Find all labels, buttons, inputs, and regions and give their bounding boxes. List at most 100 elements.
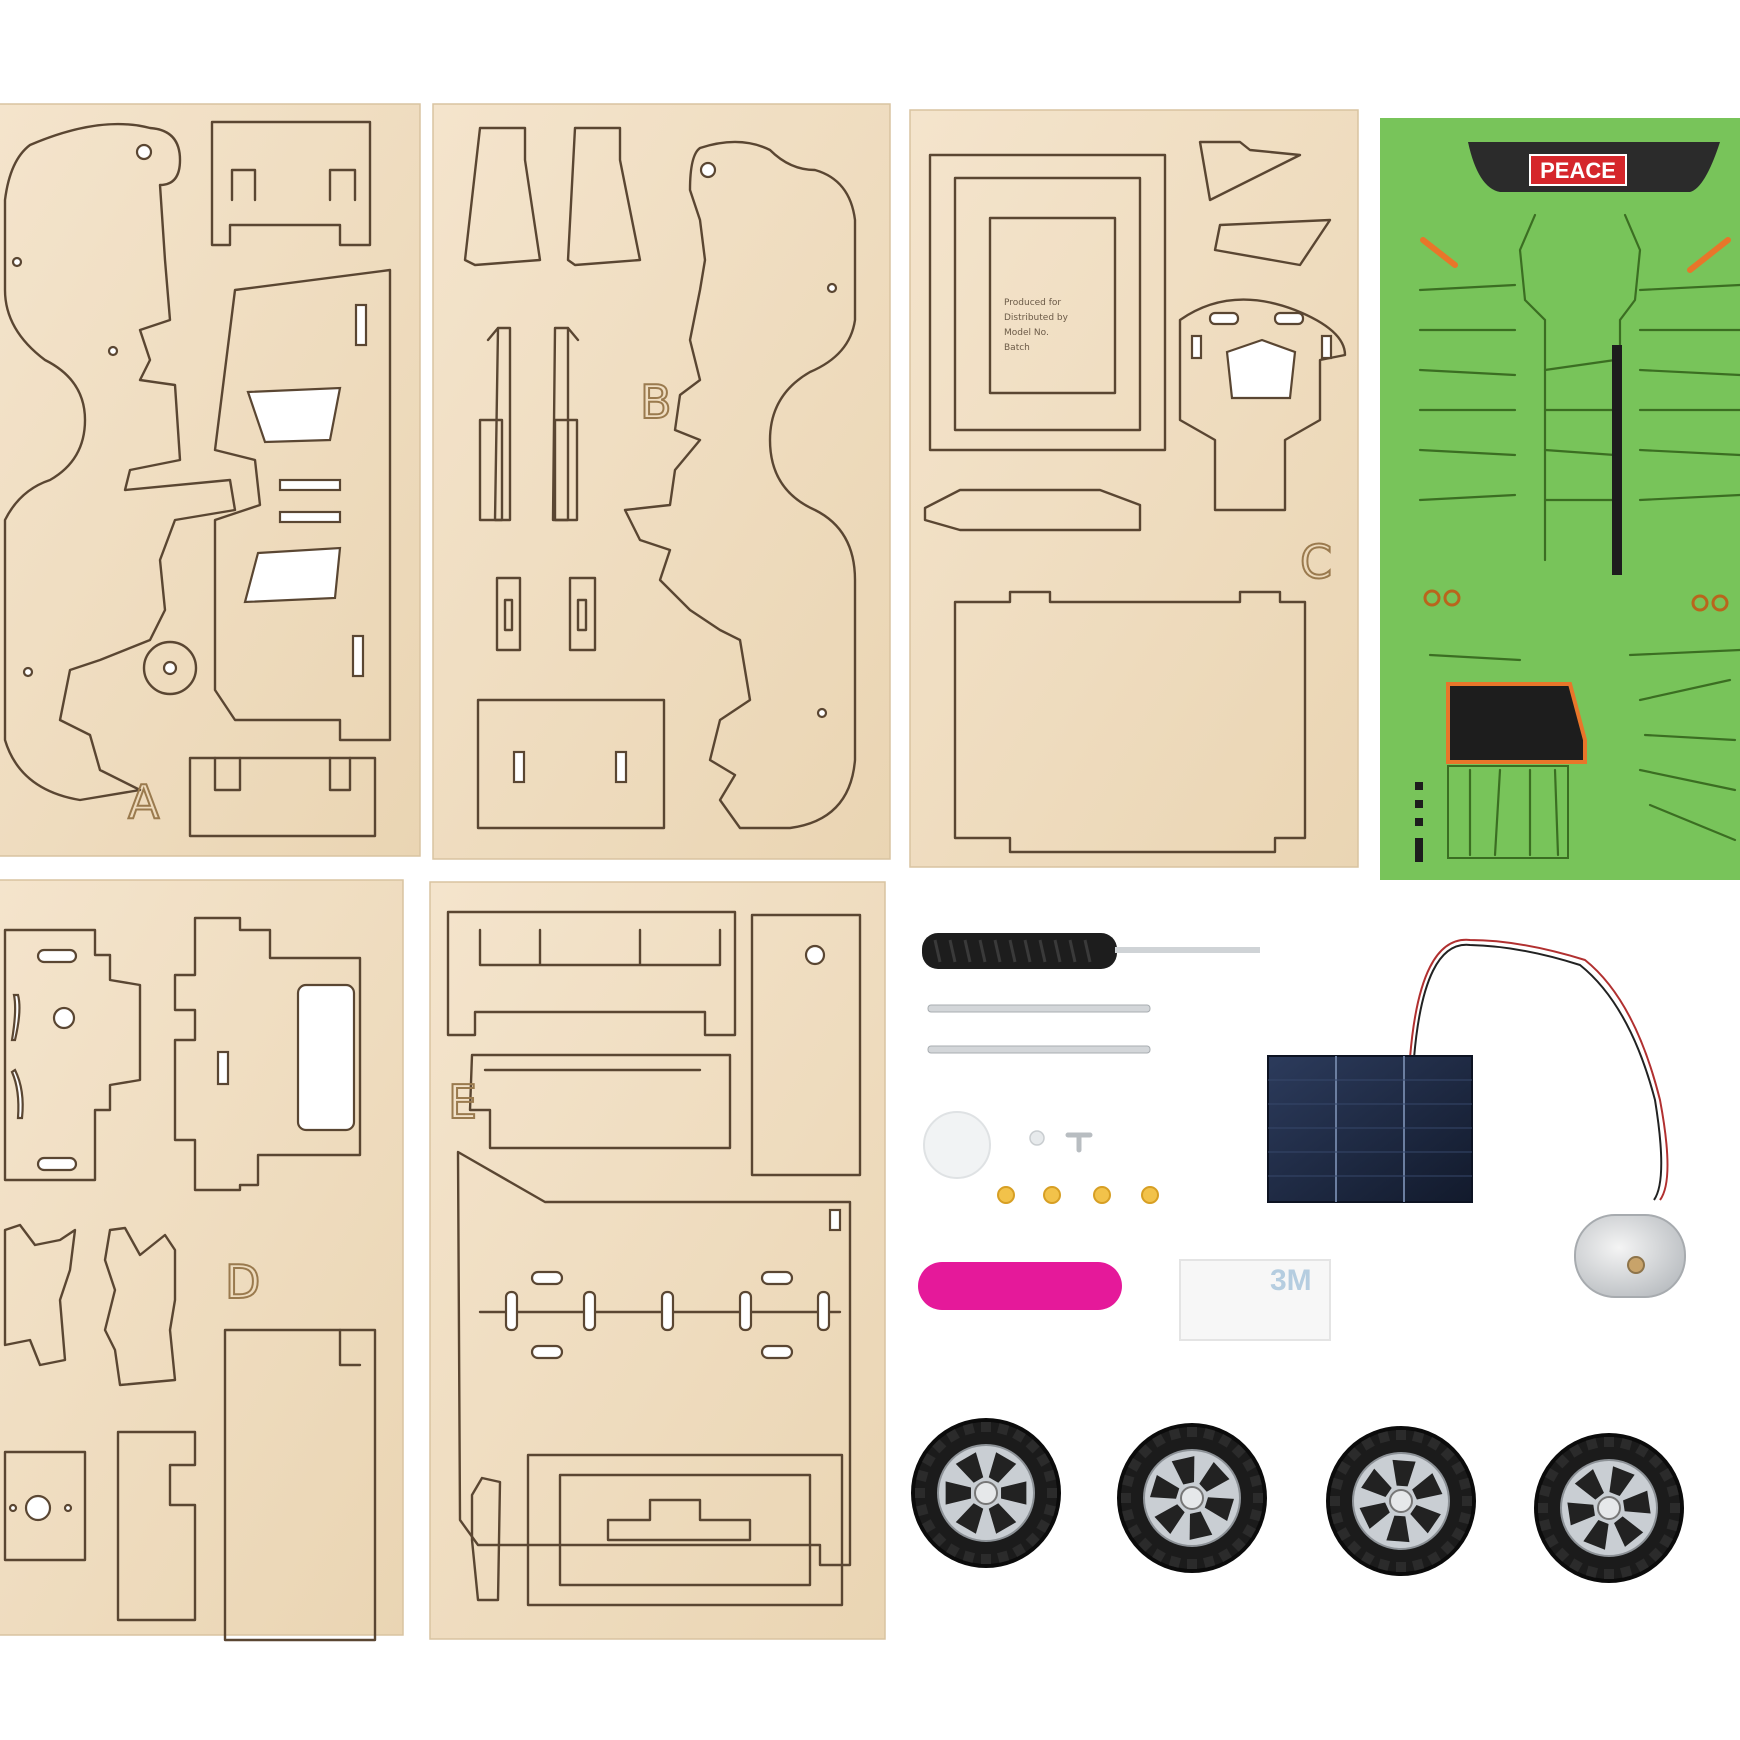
- wheels: [911, 1418, 1684, 1583]
- rim-opening: [1361, 1468, 1392, 1498]
- tread-block: [915, 1488, 925, 1498]
- tread-block: [1648, 1547, 1663, 1562]
- tread-block: [932, 1439, 947, 1454]
- tread-block: [1619, 1438, 1633, 1451]
- tread-block: [1231, 1444, 1246, 1459]
- wheel: [1326, 1426, 1476, 1576]
- tread-block: [1218, 1548, 1232, 1562]
- tread-block: [1440, 1447, 1455, 1462]
- tread-block: [1539, 1484, 1552, 1498]
- tread-block: [1427, 1551, 1441, 1565]
- tread-block: [1347, 1540, 1362, 1555]
- tread-block: [1231, 1537, 1246, 1552]
- rim-opening: [1412, 1473, 1443, 1500]
- rim-opening: [1001, 1481, 1027, 1505]
- panel-letter-e: E: [448, 1075, 477, 1129]
- rim-opening: [1189, 1511, 1213, 1540]
- tread-block: [1659, 1534, 1673, 1548]
- tread-block: [1458, 1511, 1471, 1525]
- hub: [1389, 1489, 1413, 1513]
- sanding-pad: [918, 1262, 1122, 1310]
- hub: [974, 1481, 998, 1505]
- tread-block: [996, 1423, 1010, 1436]
- rim-opening: [1204, 1497, 1234, 1522]
- tread-block: [1427, 1437, 1441, 1451]
- tread-block: [916, 1503, 929, 1517]
- tread-block: [1458, 1477, 1471, 1491]
- peace-badge: [1529, 154, 1627, 186]
- tread-block: [932, 1532, 947, 1547]
- tread-block: [1202, 1555, 1216, 1568]
- label-line: Model No.: [1004, 328, 1049, 338]
- tread-block: [1396, 1562, 1406, 1572]
- tread-block: [1025, 1439, 1040, 1454]
- rim-opening: [1392, 1459, 1416, 1487]
- tread-block: [1337, 1461, 1351, 1475]
- rim-opening: [1386, 1515, 1410, 1543]
- rim-opening: [1410, 1504, 1441, 1534]
- panel-letter-c: C: [1300, 535, 1332, 589]
- tread-block: [1604, 1437, 1614, 1447]
- gear-parts: [923, 1111, 1159, 1204]
- rim-opening: [1171, 1456, 1195, 1485]
- tread-block: [1152, 1548, 1166, 1562]
- rim-opening: [1567, 1502, 1595, 1526]
- tread-block: [916, 1469, 929, 1483]
- tread-block: [1451, 1527, 1465, 1541]
- screwdriver: [922, 933, 1260, 969]
- wheel: [1534, 1433, 1684, 1583]
- solar-panel: [1267, 938, 1669, 1203]
- tread-block: [1168, 1428, 1182, 1441]
- tread-block: [1666, 1484, 1679, 1498]
- hub: [1597, 1496, 1621, 1520]
- rim-opening: [1614, 1516, 1644, 1547]
- label-line: Batch: [1004, 343, 1030, 353]
- tread-block: [981, 1422, 991, 1432]
- tread-block: [1187, 1559, 1197, 1569]
- rim-opening: [1574, 1469, 1604, 1500]
- rim-opening: [1583, 1519, 1609, 1550]
- slot-mark: [1612, 345, 1622, 575]
- rim-opening: [1359, 1502, 1390, 1529]
- wheel: [1117, 1423, 1267, 1573]
- rim-opening: [1623, 1490, 1651, 1514]
- tread-block: [1604, 1569, 1614, 1579]
- tread-block: [1635, 1558, 1649, 1572]
- rim-opening: [955, 1503, 984, 1534]
- tread-block: [1337, 1527, 1351, 1541]
- tape-brand-text: 3M: [1270, 1264, 1312, 1297]
- tread-block: [1138, 1537, 1153, 1552]
- panel-letter-b: B: [640, 375, 672, 429]
- tread-block: [1377, 1431, 1391, 1444]
- tread-block: [1569, 1558, 1583, 1572]
- tread-block: [1036, 1453, 1050, 1467]
- tread-block: [1242, 1458, 1256, 1472]
- tread-block: [1666, 1518, 1679, 1532]
- tread-block: [1138, 1444, 1153, 1459]
- panel-d: D: [0, 879, 404, 1642]
- tread-block: [1555, 1547, 1570, 1562]
- tread-block: [1152, 1434, 1166, 1448]
- tread-block: [1331, 1477, 1344, 1491]
- tread-block: [1569, 1444, 1583, 1458]
- double-sided-tape: 3M: [1179, 1259, 1331, 1341]
- tread-block: [1377, 1558, 1391, 1571]
- tread-block: [1128, 1524, 1142, 1538]
- tread-block: [1242, 1524, 1256, 1538]
- tread-block: [1585, 1438, 1599, 1451]
- panel-letter-a: A: [128, 775, 160, 829]
- tread-block: [1440, 1540, 1455, 1555]
- tread-block: [1585, 1565, 1599, 1578]
- tread-block: [1202, 1428, 1216, 1441]
- tread-block: [1361, 1437, 1375, 1451]
- label-plate: Produced for Distributed by Model No. Ba…: [1004, 298, 1069, 353]
- rim-opening: [955, 1452, 984, 1483]
- tread-block: [1545, 1468, 1559, 1482]
- panel-e: E: [429, 881, 886, 1640]
- tread-block: [1249, 1508, 1262, 1522]
- tread-block: [1539, 1518, 1552, 1532]
- tread-block: [1249, 1474, 1262, 1488]
- axle-rods: [927, 1004, 1151, 1054]
- tread-block: [1168, 1555, 1182, 1568]
